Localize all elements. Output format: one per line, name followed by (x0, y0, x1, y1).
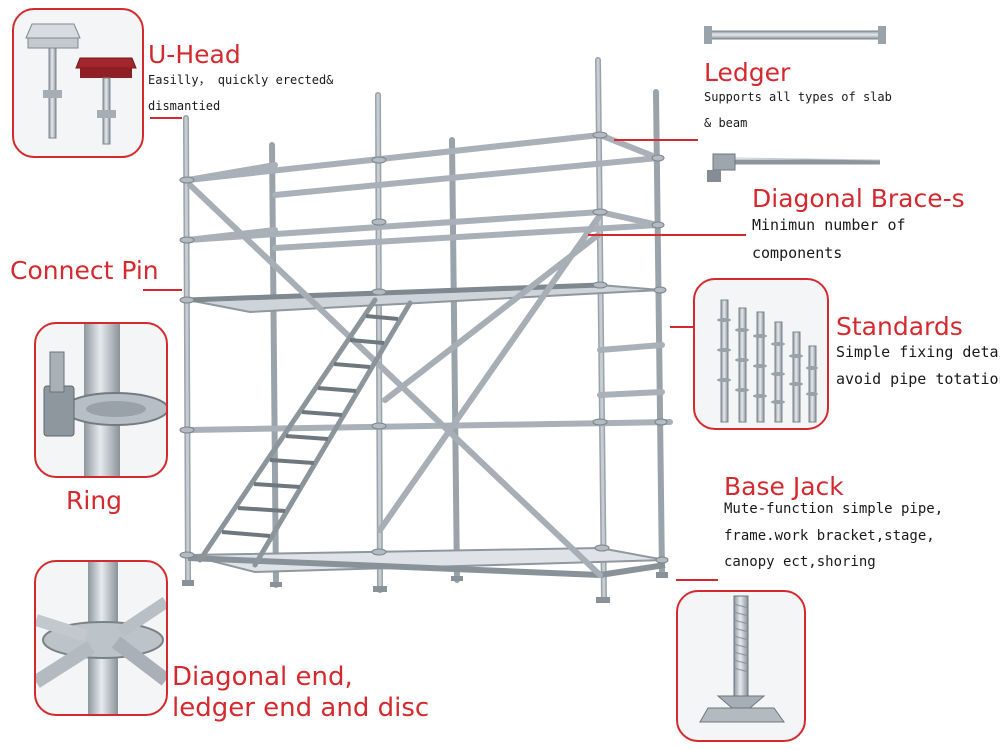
standards-photo (693, 278, 829, 430)
base-jack-photo (676, 590, 806, 742)
u-head-desc-line2: dismantied (148, 99, 221, 113)
u-head-title: U-Head (148, 40, 241, 69)
diagonal-end-title-line2: ledger end and disc (172, 693, 430, 723)
u-head-icon (25, 23, 137, 145)
diagonal-end-title-line1: Diagonal end, (172, 662, 353, 692)
disc-node-icon (36, 562, 166, 714)
ledger-desc-line1: Supports all types of slab (704, 90, 892, 104)
base-jack-icon (699, 595, 785, 723)
ledger-desc-line2: & beam (704, 116, 748, 130)
base-jack-desc-line3: canopy ect,shoring (724, 554, 876, 570)
ledger-icon (704, 26, 886, 44)
standards-icon (717, 299, 818, 423)
diagonal-end-photo (34, 560, 168, 716)
ledger-title: Ledger (704, 58, 791, 87)
standards-title: Standards (836, 312, 963, 341)
connect-pin-title: Connect Pin (10, 256, 159, 285)
diagonal-brace-title: Diagonal Brace-s (752, 184, 965, 213)
ring-icon (43, 324, 166, 476)
u-head-desc-line1: Easilly， quickly erected& (148, 73, 334, 87)
ring-photo (34, 322, 168, 478)
standards-desc-line1: Simple fixing detail, (836, 343, 1000, 361)
base-jack-title: Base Jack (724, 472, 844, 501)
u-head-photo (12, 8, 144, 158)
base-jack-desc-line2: frame.work bracket,stage, (724, 528, 935, 544)
diagonal-brace-desc-line2: components (752, 244, 843, 262)
diagonal-brace-icon (707, 153, 881, 182)
base-jack-desc-line1: Mute-function simple pipe, (724, 501, 944, 517)
diagonal-brace-desc-line1: Minimun number of (752, 216, 906, 234)
ring-title: Ring (66, 486, 123, 515)
standards-desc-line2: avoid pipe totation (836, 370, 1000, 388)
